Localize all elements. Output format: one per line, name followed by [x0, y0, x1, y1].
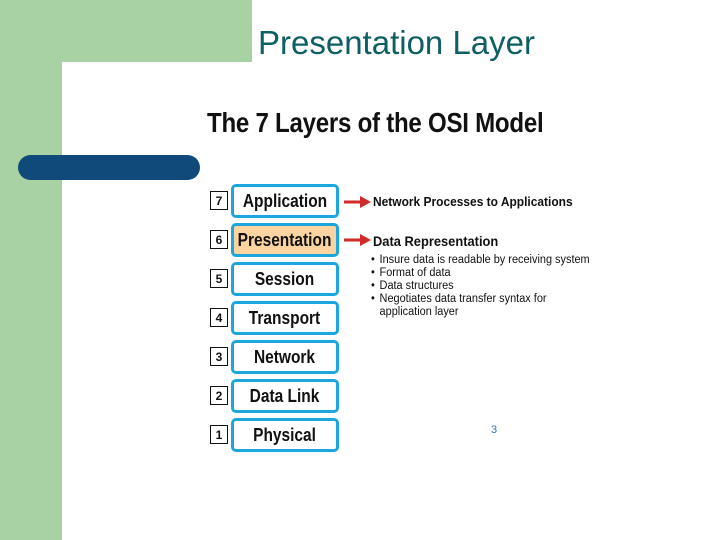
layer-row-physical: 1 Physical [207, 418, 347, 452]
layer-box-application: Application [231, 184, 339, 218]
layer-number: 3 [210, 347, 228, 366]
layer-label: Transport [249, 307, 321, 328]
layer-box-session: Session [231, 262, 339, 296]
layer-row-application: 7 Application [207, 184, 347, 218]
list-item: •Format of data [371, 267, 451, 279]
layer-box-transport: Transport [231, 301, 339, 335]
top-green-band [0, 0, 252, 62]
layer-number: 4 [210, 308, 228, 327]
layer-label: Data Link [250, 385, 320, 406]
layer-row-presentation: 6 Presentation [207, 223, 347, 257]
layer-row-transport: 4 Transport [207, 301, 347, 335]
arrow-right-icon [344, 234, 371, 246]
layer-row-data-link: 2 Data Link [207, 379, 347, 413]
list-item: •Negotiates data transfer syntax for [371, 293, 547, 305]
layer-box-physical: Physical [231, 418, 339, 452]
layer-label: Network [254, 346, 316, 367]
presentation-bullets: •Insure data is readable by receiving sy… [371, 254, 601, 319]
list-item: •Insure data is readable by receiving sy… [371, 254, 590, 266]
layer-label: Application [242, 190, 328, 211]
layer-row-session: 5 Session [207, 262, 347, 296]
layer-box-data-link: Data Link [231, 379, 339, 413]
diagram-title: The 7 Layers of the OSI Model [207, 107, 544, 138]
layer-row-network: 3 Network [207, 340, 347, 374]
layer-box-presentation: Presentation [231, 223, 339, 257]
layer-number: 1 [210, 425, 228, 444]
layer-number: 6 [210, 230, 228, 249]
layer-label: Session [255, 268, 315, 289]
list-item: application layer [379, 306, 459, 318]
layer-number: 7 [210, 191, 228, 210]
layer-label: Physical [253, 424, 317, 445]
left-green-band [0, 0, 62, 540]
layer-number: 5 [210, 269, 228, 288]
page-number: 3 [491, 424, 498, 436]
layer-number: 2 [210, 386, 228, 405]
slide-title: Presentation Layer [258, 24, 536, 61]
layer-box-network: Network [231, 340, 339, 374]
application-description: Network Processes to Applications [373, 194, 573, 209]
blue-accent-bar [18, 155, 200, 180]
layer-label: Presentation [238, 229, 332, 250]
arrow-right-icon [344, 196, 371, 208]
content-corner [62, 62, 142, 142]
list-item: •Data structures [371, 280, 454, 292]
presentation-description: Data Representation [373, 233, 499, 249]
